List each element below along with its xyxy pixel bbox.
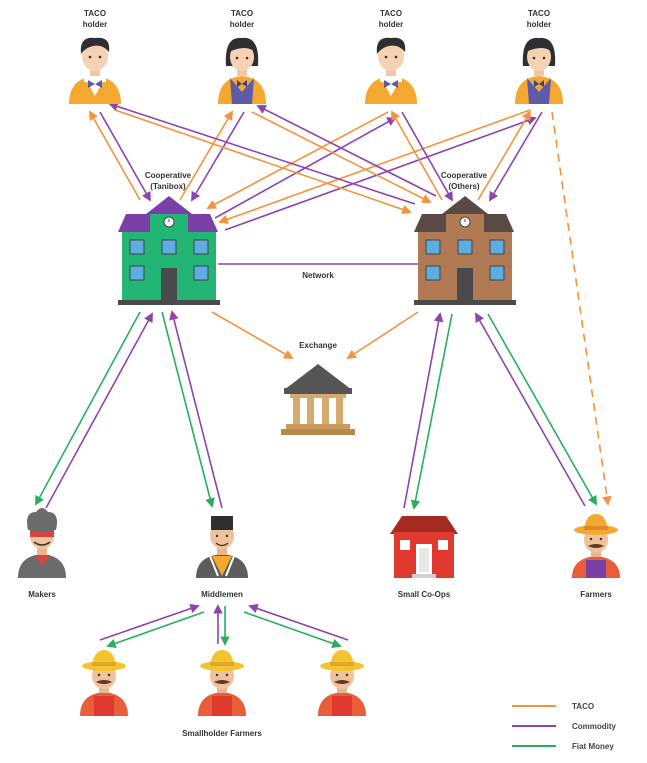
- arrow-taco-tanibox-to-exchange: [211, 311, 294, 359]
- arrow-fiat-middlemen-to-farmer-right: [243, 611, 342, 648]
- legend-commodity-label: Commodity: [572, 722, 617, 731]
- coop-others-label-line2: (Others): [448, 182, 479, 191]
- smallholder-farmer-right: [318, 650, 366, 716]
- legend-item-commodity: Commodity: [512, 722, 617, 731]
- taco-holder-1-label-line1: TACO: [84, 9, 106, 18]
- exchange: Exchange: [281, 341, 355, 435]
- arrow-commodity-holder1-to-tanibox: [99, 111, 151, 202]
- arrow-commodity-holder2-to-tanibox: [191, 111, 245, 202]
- middlemen-label: Middlemen: [201, 590, 243, 599]
- arrow-taco-holder2-to-others: [251, 111, 432, 203]
- taco-holder-1: TACO holder: [69, 9, 121, 104]
- taco-holder-2-label-line2: holder: [230, 20, 254, 29]
- arrow-commodity-middlemen-to-tanibox: [169, 310, 223, 509]
- arrow-commodity-tanibox-to-holder4: [224, 116, 537, 231]
- network-label: Network: [302, 271, 334, 280]
- arrow-commodity-others-to-holder1: [108, 101, 416, 205]
- farmers-label: Farmers: [580, 590, 612, 599]
- chef-icon: [18, 508, 66, 578]
- legend-fiat-label: Fiat Money: [572, 742, 614, 751]
- smallholder-farmers-label: Smallholder Farmers: [182, 729, 262, 738]
- coop-tanibox-label-line2: (Tanibox): [150, 182, 186, 191]
- small-co-ops: Small Co-Ops: [390, 516, 458, 599]
- smallholder-farmer-middle: Smallholder Farmers: [182, 650, 262, 738]
- farmer-icon: [80, 650, 128, 716]
- taco-holder-4-label-line2: holder: [527, 20, 551, 29]
- arrow-fiat-tanibox-to-makers: [35, 311, 141, 506]
- legend: TACO Commodity Fiat Money: [512, 702, 617, 751]
- bank-icon: [281, 364, 355, 435]
- female-holder-icon: [218, 37, 266, 104]
- arrow-commodity-holder3-to-others: [401, 111, 453, 202]
- middlemen: Middlemen: [196, 516, 248, 599]
- arrow-taco-others-to-exchange: [346, 311, 419, 360]
- taco-holder-2: TACO holder: [218, 9, 266, 104]
- taco-holder-3-label-line1: TACO: [380, 9, 402, 18]
- brown-building-icon: [414, 196, 516, 305]
- farmer-icon: [318, 650, 366, 716]
- arrow-fiat-tanibox-to-middlemen: [161, 311, 215, 508]
- farmer-icon: [198, 650, 246, 716]
- coop-tanibox-label-line1: Cooperative: [145, 171, 192, 180]
- arrows: [35, 101, 612, 648]
- arrow-taco-holder4-to-farmers-dashed: [551, 111, 612, 506]
- legend-item-fiat-money: Fiat Money: [512, 742, 614, 751]
- arrow-commodity-others-to-holder2: [256, 105, 437, 197]
- farmer-icon: [572, 514, 620, 578]
- arrow-taco-tanibox-to-holder1: [89, 110, 141, 201]
- male-holder-icon: [365, 37, 417, 104]
- green-building-icon: [118, 196, 220, 305]
- male-holder-icon: [69, 37, 121, 104]
- cooperative-others: Cooperative (Others): [414, 171, 516, 305]
- cooperative-tanibox: Cooperative (Tanibox): [118, 171, 220, 305]
- makers-label: Makers: [28, 590, 56, 599]
- taco-holder-4: TACO holder: [515, 9, 563, 104]
- arrow-taco-others-to-holder4: [477, 110, 531, 201]
- small-coops-label: Small Co-Ops: [398, 590, 451, 599]
- arrow-commodity-farmer-right-to-middlemen: [248, 603, 349, 641]
- arrow-commodity-farmers-to-others: [475, 312, 586, 507]
- taco-holder-2-label-line1: TACO: [231, 9, 253, 18]
- arrow-fiat-others-to-farmers: [487, 313, 597, 506]
- arrow-taco-others-to-holder3: [391, 110, 443, 201]
- exchange-label: Exchange: [299, 341, 337, 350]
- arrow-taco-tanibox-to-holder2: [179, 110, 233, 201]
- smallholder-farmer-left: [80, 650, 128, 716]
- arrow-commodity-smallcoop-to-others: [403, 312, 444, 509]
- taco-holder-1-label-line2: holder: [83, 20, 107, 29]
- arrow-fiat-middlemen-to-farmer-left: [106, 611, 205, 648]
- arrow-fiat-others-to-smallcoop: [410, 313, 453, 510]
- legend-taco-label: TACO: [572, 702, 594, 711]
- arrow-taco-holder1-to-others: [114, 109, 412, 215]
- legend-item-taco: TACO: [512, 702, 594, 711]
- middleman-icon: [196, 516, 248, 578]
- arrow-commodity-holder4-to-others: [489, 111, 543, 202]
- taco-holder-3: TACO holder: [365, 9, 417, 104]
- farmers: Farmers: [572, 514, 620, 599]
- taco-holder-4-label-line1: TACO: [528, 9, 550, 18]
- makers: Makers: [18, 508, 66, 599]
- taco-holder-3-label-line2: holder: [379, 20, 403, 29]
- arrow-commodity-makers-to-tanibox: [45, 312, 153, 509]
- house-icon: [390, 516, 458, 578]
- female-holder-icon: [515, 37, 563, 104]
- arrow-commodity-farmer-left-to-middlemen: [99, 603, 200, 641]
- coop-others-label-line1: Cooperative: [441, 171, 488, 180]
- arrow-taco-holder3-to-tanibox: [206, 111, 389, 209]
